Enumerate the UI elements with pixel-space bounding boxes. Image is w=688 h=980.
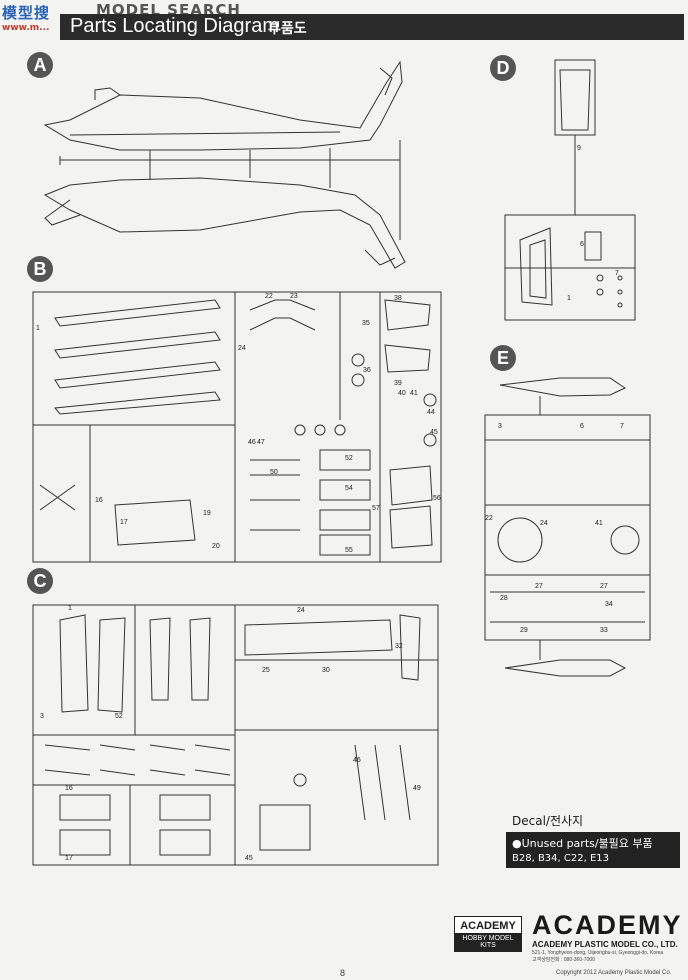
svg-text:56: 56 bbox=[433, 495, 441, 502]
svg-text:40: 40 bbox=[398, 390, 406, 397]
svg-text:27: 27 bbox=[600, 583, 608, 590]
svg-text:44: 44 bbox=[427, 409, 435, 416]
svg-text:50: 50 bbox=[270, 469, 278, 476]
svg-text:54: 54 bbox=[345, 485, 353, 492]
section-badge-c: C bbox=[27, 568, 53, 594]
svg-text:22: 22 bbox=[265, 293, 273, 300]
sprue-e-weapons bbox=[484, 377, 651, 677]
svg-text:27: 27 bbox=[535, 583, 543, 590]
svg-text:9: 9 bbox=[577, 145, 581, 152]
svg-text:25: 25 bbox=[262, 667, 270, 674]
svg-text:36: 36 bbox=[363, 367, 371, 374]
sprue-d-canopy bbox=[504, 59, 636, 321]
watermark-cn: 模型搜 bbox=[2, 4, 51, 22]
svg-text:28: 28 bbox=[500, 595, 508, 602]
svg-text:49: 49 bbox=[413, 785, 421, 792]
address-line: 521-1, Yonghyeon-dong, Uijeongbu-si, Gye… bbox=[532, 950, 664, 956]
svg-text:38: 38 bbox=[394, 295, 402, 302]
svg-text:3: 3 bbox=[40, 713, 44, 720]
svg-text:45: 45 bbox=[430, 429, 438, 436]
decal-label: Decal/전사지 bbox=[512, 814, 584, 828]
svg-text:47: 47 bbox=[257, 439, 265, 446]
section-badge-e: E bbox=[490, 345, 516, 371]
page-title-korean: 부품도 bbox=[268, 21, 307, 37]
svg-text:46: 46 bbox=[353, 757, 361, 764]
svg-text:35: 35 bbox=[362, 320, 370, 327]
svg-text:1: 1 bbox=[36, 325, 40, 332]
svg-text:20: 20 bbox=[212, 543, 220, 550]
page-title: Parts Locating Diagram bbox=[70, 15, 279, 37]
svg-text:17: 17 bbox=[65, 855, 73, 862]
svg-text:19: 19 bbox=[203, 510, 211, 517]
svg-text:32: 32 bbox=[395, 643, 403, 650]
svg-text:39: 39 bbox=[394, 380, 402, 387]
tel-line: 고객상담전화 : 080-360-7000 bbox=[532, 957, 595, 963]
svg-text:41: 41 bbox=[410, 390, 418, 397]
svg-text:6: 6 bbox=[580, 423, 584, 430]
academy-small-logo: ACADEMY HOBBY MODEL KITS bbox=[454, 916, 522, 952]
svg-text:24: 24 bbox=[238, 345, 246, 352]
svg-text:16: 16 bbox=[65, 785, 73, 792]
svg-text:1: 1 bbox=[567, 295, 571, 302]
svg-text:16: 16 bbox=[95, 497, 103, 504]
unused-parts-box: ●Unused parts/불필요 부품 B28, B34, C22, E13 bbox=[506, 832, 680, 868]
svg-text:33: 33 bbox=[600, 627, 608, 634]
svg-text:29: 29 bbox=[520, 627, 528, 634]
watermark-url: www.m... bbox=[2, 23, 50, 33]
section-badge-b: B bbox=[27, 256, 53, 282]
svg-text:24: 24 bbox=[297, 607, 305, 614]
svg-text:30: 30 bbox=[322, 667, 330, 674]
svg-text:55: 55 bbox=[345, 547, 353, 554]
logo-small-bottom: HOBBY MODEL KITS bbox=[455, 933, 521, 951]
brand-name: ACADEMY bbox=[532, 910, 683, 940]
svg-text:52: 52 bbox=[345, 455, 353, 462]
page-number: 8 bbox=[340, 968, 346, 978]
svg-text:22: 22 bbox=[485, 515, 493, 522]
academy-brand-logo: ACADEMY ACADEMY PLASTIC MODEL CO., LTD. … bbox=[532, 912, 683, 964]
svg-text:7: 7 bbox=[615, 270, 619, 277]
svg-text:7: 7 bbox=[620, 423, 624, 430]
svg-text:34: 34 bbox=[605, 601, 613, 608]
watermark-logo: 模型搜 www.m... bbox=[2, 2, 50, 33]
svg-text:46: 46 bbox=[248, 439, 256, 446]
section-badge-d: D bbox=[490, 55, 516, 81]
svg-text:3: 3 bbox=[498, 423, 502, 430]
svg-text:24: 24 bbox=[540, 520, 548, 527]
company-name: ACADEMY PLASTIC MODEL CO., LTD. bbox=[532, 940, 678, 949]
section-badge-a: A bbox=[27, 52, 53, 78]
title-bar bbox=[60, 14, 684, 40]
unused-parts-title: ●Unused parts/불필요 부품 bbox=[512, 837, 653, 850]
svg-text:17: 17 bbox=[120, 519, 128, 526]
company-address: 521-1, Yonghyeon-dong, Uijeongbu-si, Gye… bbox=[532, 950, 682, 964]
svg-text:1: 1 bbox=[68, 605, 72, 612]
svg-text:57: 57 bbox=[372, 505, 380, 512]
sprue-a-fuselage bbox=[43, 60, 406, 269]
sprue-b-rotors bbox=[32, 291, 442, 563]
svg-text:52: 52 bbox=[115, 713, 123, 720]
svg-text:23: 23 bbox=[290, 293, 298, 300]
sprue-c-fuselage-parts bbox=[32, 604, 439, 866]
svg-text:6: 6 bbox=[580, 241, 584, 248]
svg-text:41: 41 bbox=[595, 520, 603, 527]
logo-small-top: ACADEMY bbox=[460, 920, 516, 932]
copyright-text: Copyright 2012 Academy Plastic Model Co. bbox=[556, 970, 672, 976]
svg-text:45: 45 bbox=[245, 855, 253, 862]
unused-parts-list: B28, B34, C22, E13 bbox=[512, 853, 609, 864]
